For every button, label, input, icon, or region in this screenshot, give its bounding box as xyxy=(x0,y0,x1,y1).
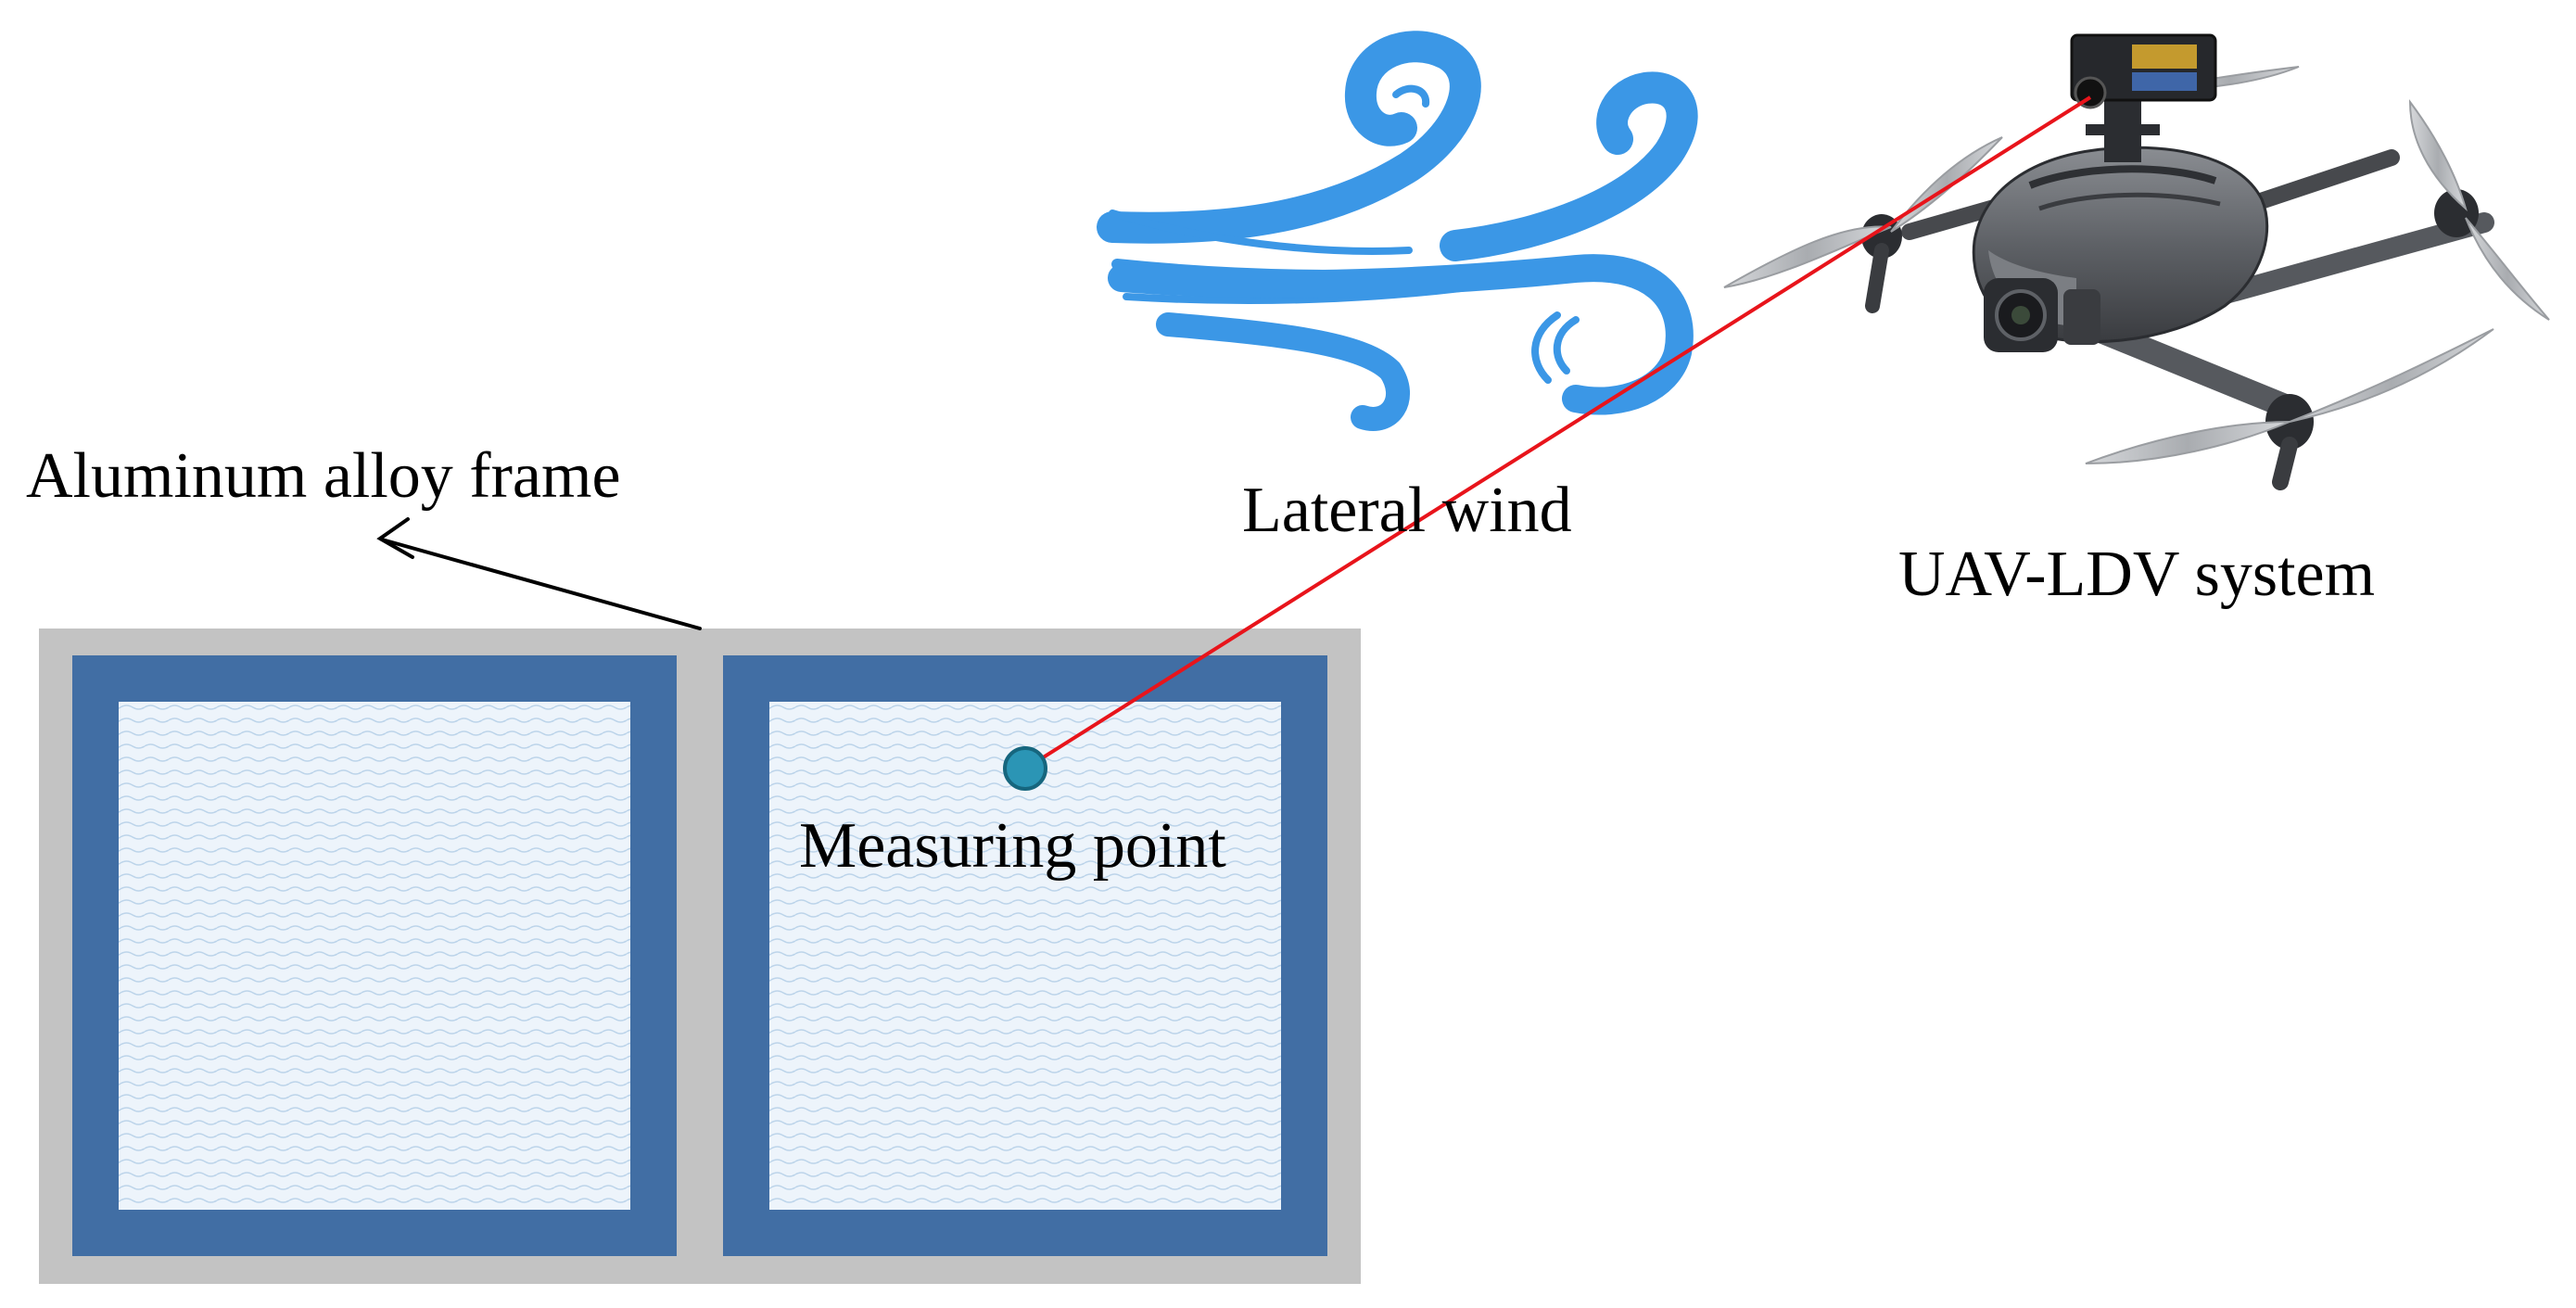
measuring-point-dot-icon xyxy=(1003,746,1047,791)
frame-label: Aluminum alloy frame xyxy=(26,440,621,512)
frame-pointer-arrow xyxy=(376,517,702,630)
wind-gust-icon xyxy=(1097,31,1698,431)
left-panel-surface xyxy=(119,702,630,1210)
measuring-point-label: Measuring point xyxy=(799,810,1226,882)
quadcopter-drone-icon xyxy=(1723,33,2550,490)
system-label: UAV-LDV system xyxy=(1898,539,2375,610)
aluminum-frame xyxy=(39,629,1361,1284)
wind-label: Lateral wind xyxy=(1242,475,1572,546)
laser-beam xyxy=(1025,95,2092,769)
